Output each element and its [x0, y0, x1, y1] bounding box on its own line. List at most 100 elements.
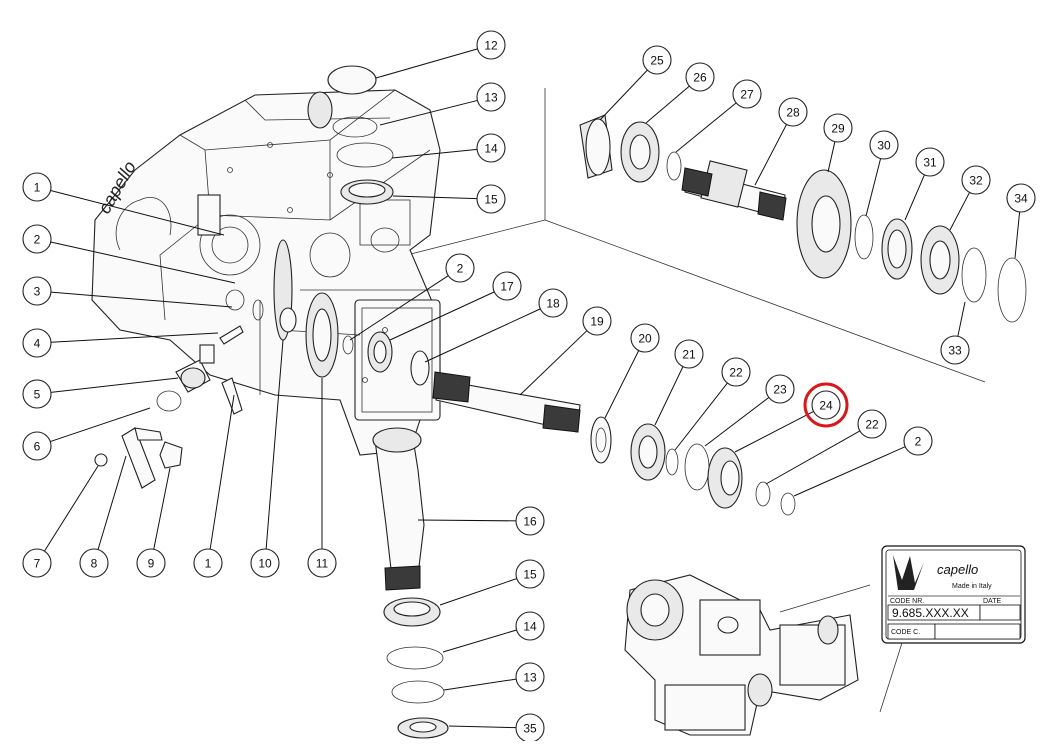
callout-balloon	[915, 147, 945, 177]
leader-line-c5	[50, 377, 179, 393]
leader-line-c2a	[50, 241, 236, 284]
callout-c1b: 1	[193, 548, 223, 578]
callout-balloon	[721, 357, 751, 387]
callout-balloon	[136, 548, 166, 578]
leader-line-c29	[827, 141, 836, 173]
callout-label: 11	[316, 557, 329, 571]
leader-line-c2b	[349, 275, 449, 341]
callout-c21: 21	[674, 339, 704, 369]
callout-balloon	[630, 323, 660, 353]
callout-c28: 28	[778, 97, 808, 127]
callout-label: 19	[590, 315, 604, 329]
date-label: DATE	[983, 598, 1001, 605]
leader-line-c12	[375, 48, 478, 79]
callout-label: 3	[34, 285, 41, 299]
callout-c1a: 1	[22, 172, 52, 202]
callout-c7: 7	[22, 548, 52, 578]
leader-line-c33	[957, 301, 966, 337]
callout-c13b: 13	[515, 662, 545, 692]
callout-c23: 23	[765, 374, 795, 404]
nameplate: capello Made in Italy CODE NR. DATE 9.68…	[879, 545, 1026, 713]
callout-c2a: 2	[22, 224, 52, 254]
callout-c19: 19	[582, 306, 612, 336]
callout-label: 22	[729, 366, 743, 380]
callout-c6: 6	[22, 431, 52, 461]
callout-balloon	[674, 339, 704, 369]
leader-line-c13a	[379, 99, 478, 126]
callout-label: 16	[523, 515, 537, 529]
callout-label: 29	[831, 122, 845, 136]
leader-line-c9	[153, 467, 171, 550]
callout-c14b: 14	[515, 611, 545, 641]
callout-label: 2	[34, 233, 41, 247]
callout-balloon	[823, 113, 853, 143]
callout-balloon	[869, 130, 899, 160]
leader-line-c2c	[793, 446, 906, 497]
leader-line-c14b	[442, 629, 517, 653]
callout-c34: 34	[1006, 183, 1036, 213]
callout-balloon	[515, 506, 545, 536]
callout-label: 20	[638, 332, 652, 346]
callout-balloon	[22, 431, 52, 461]
callout-label: 18	[546, 297, 560, 311]
leader-line-c19	[519, 330, 588, 396]
callout-balloon	[582, 306, 612, 336]
callout-label: 14	[523, 620, 537, 634]
callout-label: 1	[205, 557, 212, 571]
callout-label: 7	[34, 557, 41, 571]
callout-c11: 11	[307, 548, 337, 578]
leader-line-c32	[949, 192, 970, 231]
leader-lines	[44, 48, 1021, 729]
callout-c2c: 2	[903, 426, 933, 456]
callout-balloon	[685, 62, 715, 92]
callout-c5: 5	[22, 379, 52, 409]
callout-c10: 10	[250, 548, 280, 578]
leader-line-c30	[865, 158, 882, 217]
callout-label: 22	[865, 418, 879, 432]
highlight-ring	[803, 382, 849, 428]
callout-c4: 4	[22, 328, 52, 358]
leader-line-c26	[645, 85, 690, 124]
callout-c24: 24	[803, 382, 849, 428]
callout-c35: 35	[515, 713, 545, 743]
callout-c15a: 15	[476, 184, 506, 214]
leader-line-c35	[448, 725, 517, 729]
leader-line-c8	[97, 455, 127, 550]
nameplate-made-in: Made in Italy	[952, 583, 992, 590]
callout-label: 31	[923, 156, 937, 170]
leader-line-c15a	[392, 195, 478, 200]
callout-balloon	[22, 172, 52, 202]
callout-label: 23	[773, 383, 787, 397]
leader-line-c1b	[209, 394, 235, 550]
leader-line-c4	[50, 332, 219, 343]
callout-c25: 25	[642, 45, 672, 75]
callout-label: 13	[484, 91, 498, 105]
callout-label: 15	[484, 193, 498, 207]
callout-c32: 32	[961, 165, 991, 195]
callout-c27: 27	[732, 79, 762, 109]
callout-label: 4	[34, 337, 41, 351]
callout-label: 28	[786, 106, 800, 120]
callout-c17: 17	[492, 271, 522, 301]
callout-balloon	[778, 97, 808, 127]
callout-c29: 29	[823, 113, 853, 143]
callout-balloon	[79, 548, 109, 578]
leader-line-c22a	[674, 382, 728, 451]
leader-line-c24	[734, 410, 814, 453]
callout-label: 26	[693, 71, 707, 85]
callout-balloon	[515, 662, 545, 692]
leader-line-c6	[50, 407, 151, 443]
nameplate-brand: capello	[937, 562, 978, 577]
callout-balloon	[961, 165, 991, 195]
callout-label: 24	[819, 399, 833, 413]
callout-c31: 31	[915, 147, 945, 177]
callout-label: 5	[34, 388, 41, 402]
callout-c33: 33	[940, 335, 970, 365]
callout-balloon	[1006, 183, 1036, 213]
callout-c3: 3	[22, 276, 52, 306]
assembly-thumbnail	[624, 574, 871, 736]
callout-balloon	[492, 271, 522, 301]
callout-label: 1	[34, 181, 41, 195]
leader-line-c3	[50, 291, 233, 308]
